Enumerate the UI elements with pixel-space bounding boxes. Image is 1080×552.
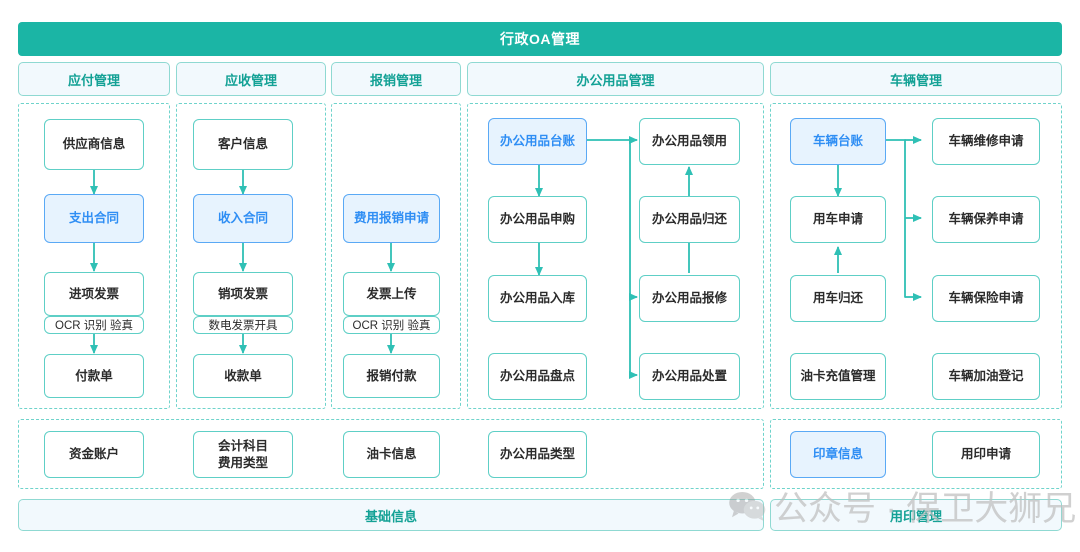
node-label: 收入合同 xyxy=(217,211,268,226)
node-label: 车辆加油登记 xyxy=(948,369,1024,384)
node-label: 报销付款 xyxy=(366,368,417,383)
node-label: 办公用品盘点 xyxy=(499,369,575,384)
node-supplies-repair[interactable]: 办公用品报修 xyxy=(639,275,740,322)
node-invoice-upload-ocr-strip[interactable]: OCR 识别 验真 xyxy=(343,316,440,334)
group-frame-basic-left xyxy=(18,419,764,489)
node-label: 供应商信息 xyxy=(62,137,126,152)
node-vehicle-maintenance-application[interactable]: 车辆保养申请 xyxy=(932,196,1040,243)
node-supplies-inbound[interactable]: 办公用品入库 xyxy=(488,275,587,322)
node-fuel-card-info[interactable]: 油卡信息 xyxy=(343,431,440,478)
column-header-supplies[interactable]: 办公用品管理 xyxy=(467,62,764,96)
column-header-label: 应付管理 xyxy=(67,72,120,88)
column-header-label: 应收管理 xyxy=(224,72,277,88)
footer-bar-label: 基础信息 xyxy=(364,508,417,524)
node-label: 销项发票 xyxy=(217,286,268,301)
column-header-vehicle[interactable]: 车辆管理 xyxy=(770,62,1062,96)
node-accounting-subject-expense-type[interactable]: 会计科目 费用类型 xyxy=(193,431,293,478)
node-supplies-type[interactable]: 办公用品类型 xyxy=(488,431,587,478)
node-vehicle-repair-application[interactable]: 车辆维修申请 xyxy=(932,118,1040,165)
node-label: 收款单 xyxy=(224,368,262,383)
ocr-strip-label: 数电发票开具 xyxy=(208,320,278,332)
node-label: 车辆保险申请 xyxy=(948,291,1024,306)
node-fund-account[interactable]: 资金账户 xyxy=(44,431,144,478)
node-label: 付款单 xyxy=(75,368,113,383)
node-vehicle-insurance-application[interactable]: 车辆保险申请 xyxy=(932,275,1040,322)
column-header-label: 车辆管理 xyxy=(889,72,942,88)
node-label: 办公用品类型 xyxy=(499,447,575,462)
node-label: 车辆台账 xyxy=(812,134,863,149)
node-label: 办公用品处置 xyxy=(651,369,727,384)
group-frame-supplies xyxy=(467,103,764,409)
column-header-label: 办公用品管理 xyxy=(576,72,655,88)
node-supplies-stocktake[interactable]: 办公用品盘点 xyxy=(488,353,587,400)
node-income-contract[interactable]: 收入合同 xyxy=(193,194,293,243)
node-label: 进项发票 xyxy=(68,286,119,301)
node-label: 办公用品入库 xyxy=(499,291,575,306)
node-label: 油卡信息 xyxy=(366,447,417,462)
node-invoice-upload[interactable]: 发票上传 xyxy=(343,272,440,316)
group-frame-payable xyxy=(18,103,170,409)
node-vehicle-use-application[interactable]: 用车申请 xyxy=(790,196,886,243)
node-supplies-disposal[interactable]: 办公用品处置 xyxy=(639,353,740,400)
group-frame-expense xyxy=(331,103,461,409)
node-seal-info[interactable]: 印章信息 xyxy=(790,431,886,478)
column-header-label: 报销管理 xyxy=(369,72,422,88)
node-fuel-card-recharge[interactable]: 油卡充值管理 xyxy=(790,353,886,400)
node-label: 办公用品台账 xyxy=(499,134,575,149)
node-label: 车辆保养申请 xyxy=(948,212,1024,227)
ocr-strip-label: OCR 识别 验真 xyxy=(55,320,133,332)
node-supplies-return[interactable]: 办公用品归还 xyxy=(639,196,740,243)
node-label: 用车归还 xyxy=(812,291,863,306)
node-label: 办公用品报修 xyxy=(651,291,727,306)
node-label: 资金账户 xyxy=(68,447,119,462)
node-label: 办公用品领用 xyxy=(651,134,727,149)
node-supplies-purchase-request[interactable]: 办公用品申购 xyxy=(488,196,587,243)
node-supplier-info[interactable]: 供应商信息 xyxy=(44,119,144,170)
node-expense-payment[interactable]: 报销付款 xyxy=(343,354,440,398)
group-frame-basic-right xyxy=(770,419,1062,489)
node-label: 费用报销申请 xyxy=(353,211,429,226)
node-supplies-collection[interactable]: 办公用品领用 xyxy=(639,118,740,165)
page-title: 行政OA管理 xyxy=(18,22,1062,56)
node-expenditure-contract[interactable]: 支出合同 xyxy=(44,194,144,243)
page-title-label: 行政OA管理 xyxy=(500,31,580,47)
node-output-invoice-issue-strip[interactable]: 数电发票开具 xyxy=(193,316,293,334)
node-label-line2: 费用类型 xyxy=(217,455,268,470)
footer-bar-seal-management[interactable]: 用印管理 xyxy=(770,499,1062,531)
footer-bar-label: 用印管理 xyxy=(889,508,942,524)
node-label: 发票上传 xyxy=(366,286,417,301)
node-seal-use-application[interactable]: 用印申请 xyxy=(932,431,1040,478)
node-supplies-ledger[interactable]: 办公用品台账 xyxy=(488,118,587,165)
node-label: 油卡充值管理 xyxy=(800,369,876,384)
footer-bar-basic-info[interactable]: 基础信息 xyxy=(18,499,764,531)
group-frame-vehicle xyxy=(770,103,1062,409)
node-label: 支出合同 xyxy=(68,211,119,226)
node-label-line1: 会计科目 xyxy=(217,439,268,454)
node-label: 车辆维修申请 xyxy=(948,134,1024,149)
node-customer-info[interactable]: 客户信息 xyxy=(193,119,293,170)
node-expense-claim-application[interactable]: 费用报销申请 xyxy=(343,194,440,243)
node-vehicle-return[interactable]: 用车归还 xyxy=(790,275,886,322)
node-receipt-voucher[interactable]: 收款单 xyxy=(193,354,293,398)
column-header-payable[interactable]: 应付管理 xyxy=(18,62,170,96)
node-label: 办公用品归还 xyxy=(651,212,727,227)
node-label: 办公用品申购 xyxy=(499,212,575,227)
column-header-expense[interactable]: 报销管理 xyxy=(331,62,461,96)
node-label: 客户信息 xyxy=(217,137,268,152)
group-frame-receivable xyxy=(176,103,326,409)
node-input-invoice-ocr-strip[interactable]: OCR 识别 验真 xyxy=(44,316,144,334)
node-payment-voucher[interactable]: 付款单 xyxy=(44,354,144,398)
node-vehicle-refuel-record[interactable]: 车辆加油登记 xyxy=(932,353,1040,400)
ocr-strip-label: OCR 识别 验真 xyxy=(352,320,431,332)
node-vehicle-ledger[interactable]: 车辆台账 xyxy=(790,118,886,165)
node-input-invoice[interactable]: 进项发票 xyxy=(44,272,144,316)
node-label: 印章信息 xyxy=(812,447,863,462)
node-label: 用车申请 xyxy=(812,212,863,227)
column-header-receivable[interactable]: 应收管理 xyxy=(176,62,326,96)
node-label: 用印申请 xyxy=(960,447,1011,462)
node-output-invoice[interactable]: 销项发票 xyxy=(193,272,293,316)
